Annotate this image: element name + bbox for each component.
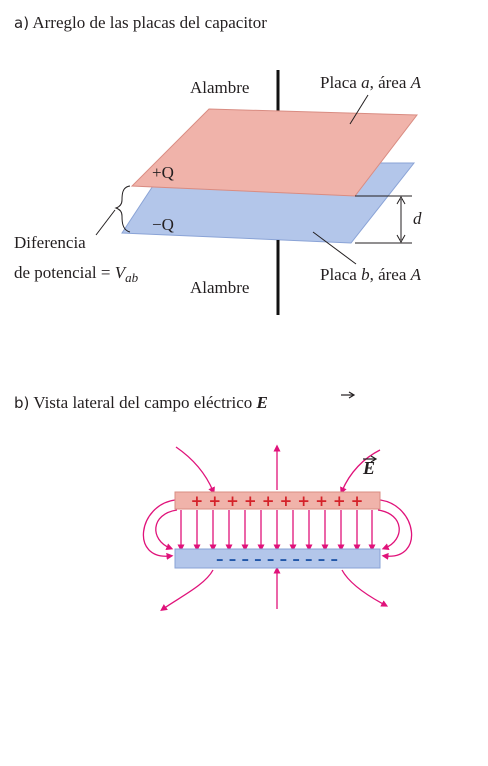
field-line-fringe-bottom-left [160, 569, 214, 612]
plate-positive [174, 491, 381, 510]
plate-a-label: Placa a, área A [320, 73, 422, 92]
field-line-loop-left-outer [142, 499, 176, 560]
caption-a-letter: a) [14, 14, 30, 32]
potential-label-line2: de potencial = Vab [14, 263, 139, 285]
caption-vector-arrow [341, 391, 356, 399]
plate-b-leader [312, 231, 357, 265]
field-line-loop-left-inner [155, 509, 178, 550]
field-lines [142, 444, 413, 612]
field-line-fringe-bottom-right [341, 569, 389, 607]
field-line-loop-right-outer [379, 499, 413, 560]
plate-b-label: Placa b, área A [320, 265, 422, 284]
field-vector-arrow-icon [363, 455, 378, 463]
charge-plus-label: +Q [152, 163, 174, 182]
separation-label: d [413, 209, 422, 228]
plus-signs: + + + + + + + + + + [191, 492, 364, 510]
potential-brace [114, 185, 131, 233]
minus-signs: – – – – – – – – – – [216, 550, 338, 568]
plate-a-leader [349, 94, 369, 125]
wire-bottom-label: Alambre [190, 278, 249, 297]
separation-arrowhead-up [396, 195, 406, 205]
charge-minus-label: −Q [152, 215, 174, 234]
field-line-fringe-top-left [175, 446, 215, 495]
caption-b-letter: b) [14, 394, 30, 412]
caption-a: a) Arreglo de las placas del capacitor [14, 13, 267, 33]
field-symbol: E [362, 458, 375, 478]
field-line-loop-right-inner [377, 509, 400, 550]
potential-leader [95, 209, 116, 236]
caption-b-field-symbol: E [256, 393, 268, 412]
potential-label-line1: Diferencia [14, 233, 86, 252]
caption-b-text: Vista lateral del campo eléctrico [33, 393, 257, 412]
separation-arrowhead-down [396, 234, 406, 244]
caption-a-text: Arreglo de las placas del capacitor [32, 13, 267, 32]
field-line-fringe-top-right [340, 449, 381, 495]
wire-top-label: Alambre [190, 78, 249, 97]
plate-negative [174, 548, 381, 569]
caption-b: b) Vista lateral del campo eléctrico E [14, 393, 268, 413]
